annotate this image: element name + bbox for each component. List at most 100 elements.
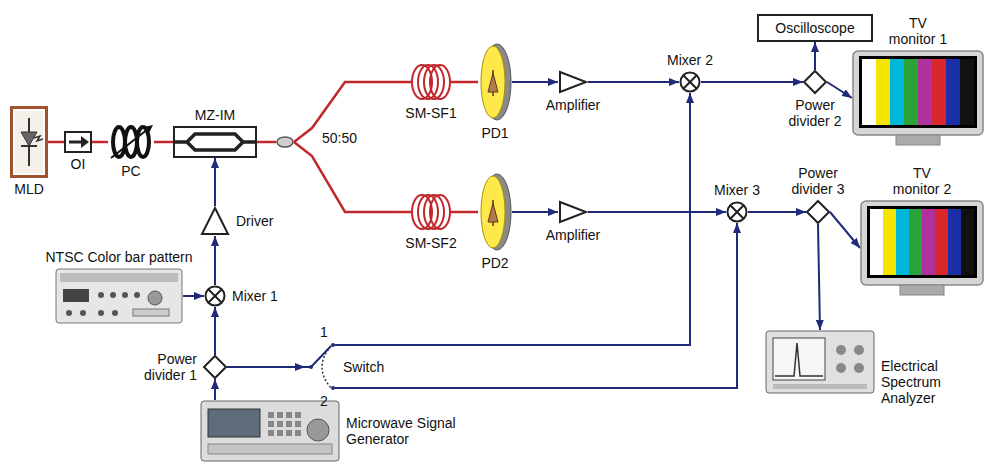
photodetector-icon [478, 42, 512, 122]
driver-amplifier: Driver [200, 206, 230, 236]
modulator-box: MZ-IM [173, 126, 257, 158]
optical-fiber [92, 141, 108, 144]
component-label: MZ-IM [195, 107, 235, 123]
spectrum-analyzer-icon [765, 330, 875, 394]
power-divider: Power divider 2 [803, 70, 827, 94]
component-label: Mixer 3 [714, 182, 760, 198]
optical-fiber [294, 142, 395, 212]
rf-cable [830, 212, 860, 248]
component-label: NTSC Color bar pattern [45, 249, 192, 265]
component-label: Electrical Spectrum Analyzer [881, 358, 966, 406]
photodetector-icon [478, 172, 512, 252]
optical-isolator: OI [64, 131, 92, 153]
optical-fiber [154, 141, 173, 144]
oscilloscope-box: Oscilloscope [757, 14, 873, 42]
amplifier-symbol: Amplifier [558, 200, 588, 224]
power-divider-icon [203, 355, 227, 379]
component-label: 50:50 [322, 130, 357, 146]
rf-cable [512, 211, 558, 213]
component-label: PC [121, 163, 140, 179]
rf-cable [214, 379, 216, 400]
tv-monitor: TV monitor 2 [860, 200, 984, 296]
component-label: SM-SF1 [405, 105, 456, 121]
optical-fiber [467, 81, 478, 84]
component-label: Switch [343, 359, 384, 375]
driver-amplifier-icon [200, 206, 230, 236]
optical-fiber [48, 141, 64, 144]
power-divider: Power divider 3 [806, 200, 830, 224]
rf-cable [214, 158, 216, 206]
tv-monitor: TV monitor 1 [852, 50, 984, 146]
rf-cable [512, 81, 558, 83]
pattern-generator-icon [55, 268, 183, 324]
spectrum-analyzer: Electrical Spectrum Analyzer [765, 330, 875, 394]
rf-cable [214, 307, 216, 355]
fiber-spool: SM-SF1 [395, 62, 467, 102]
polarization-controller-icon [108, 124, 154, 160]
fiber-spool-icon [395, 192, 467, 232]
power-divider: Power divider 1 [203, 355, 227, 379]
rf-cable [588, 81, 679, 83]
rf-cable [214, 236, 216, 285]
component-label: Mixer 1 [232, 288, 278, 304]
mixer-symbol-icon [679, 71, 701, 93]
rf-cable [335, 223, 737, 388]
laser-source: MLD [10, 106, 48, 178]
component-label: Power divider 1 [127, 351, 197, 383]
rf-cable [701, 81, 803, 83]
rf-cable [827, 82, 852, 98]
component-label: TV monitor 2 [890, 165, 954, 197]
component-label: PD2 [481, 255, 508, 271]
mixer-symbol: Mixer 1 [204, 285, 226, 307]
power-divider-icon [806, 200, 830, 224]
mixer-symbol: Mixer 2 [679, 71, 701, 93]
power-divider-icon [803, 70, 827, 94]
polarization-controller: PC [108, 124, 154, 160]
fiber-spool-icon [395, 62, 467, 102]
mixer-symbol-icon [204, 285, 226, 307]
signal-generator: Microwave Signal Generator [200, 400, 340, 462]
modulator-box-icon [173, 126, 257, 158]
optical-fiber [467, 211, 478, 214]
laser-source-icon [10, 106, 48, 178]
component-label: SM-SF2 [405, 235, 456, 251]
signal-generator-icon [200, 400, 340, 462]
optical-coupler: 50:50 [276, 136, 294, 148]
component-label: MLD [14, 181, 44, 197]
tv-monitor-icon [852, 50, 984, 146]
photodetector: PD2 [478, 172, 512, 252]
component-label: Power divider 2 [780, 97, 850, 129]
component-label: OI [71, 156, 86, 172]
switch-position: 1 [320, 324, 328, 340]
rf-cable [818, 224, 820, 330]
component-label: Amplifier [546, 97, 600, 113]
mixer-symbol-icon [726, 201, 748, 223]
component-label: Mixer 2 [667, 52, 713, 68]
component-label: Power divider 3 [783, 165, 853, 197]
tv-monitor-icon [860, 200, 984, 296]
amplifier-symbol: Amplifier [558, 70, 588, 94]
rf-switch-icon [305, 343, 335, 391]
rf-cable [814, 42, 816, 70]
component-label: Microwave Signal Generator [346, 415, 468, 447]
optical-fiber [257, 141, 276, 144]
fiber-spool: SM-SF2 [395, 192, 467, 232]
amplifier-symbol-icon [558, 70, 588, 94]
mixer-symbol: Mixer 3 [726, 201, 748, 223]
rf-cable [748, 211, 806, 213]
optical-coupler-icon [276, 136, 294, 148]
switch-position: 2 [320, 393, 328, 409]
rf-cable [588, 211, 726, 213]
rf-switch: Switch [305, 343, 335, 391]
component-label: Amplifier [546, 227, 600, 243]
component-label: PD1 [481, 125, 508, 141]
photodetector: PD1 [478, 42, 512, 122]
pattern-generator: NTSC Color bar pattern [55, 268, 183, 324]
amplifier-symbol-icon [558, 200, 588, 224]
rf-cable [183, 295, 204, 297]
box-label: Oscilloscope [775, 20, 854, 36]
component-label: TV monitor 1 [886, 15, 950, 47]
rf-cable [227, 366, 305, 368]
optical-isolator-icon [64, 131, 92, 153]
